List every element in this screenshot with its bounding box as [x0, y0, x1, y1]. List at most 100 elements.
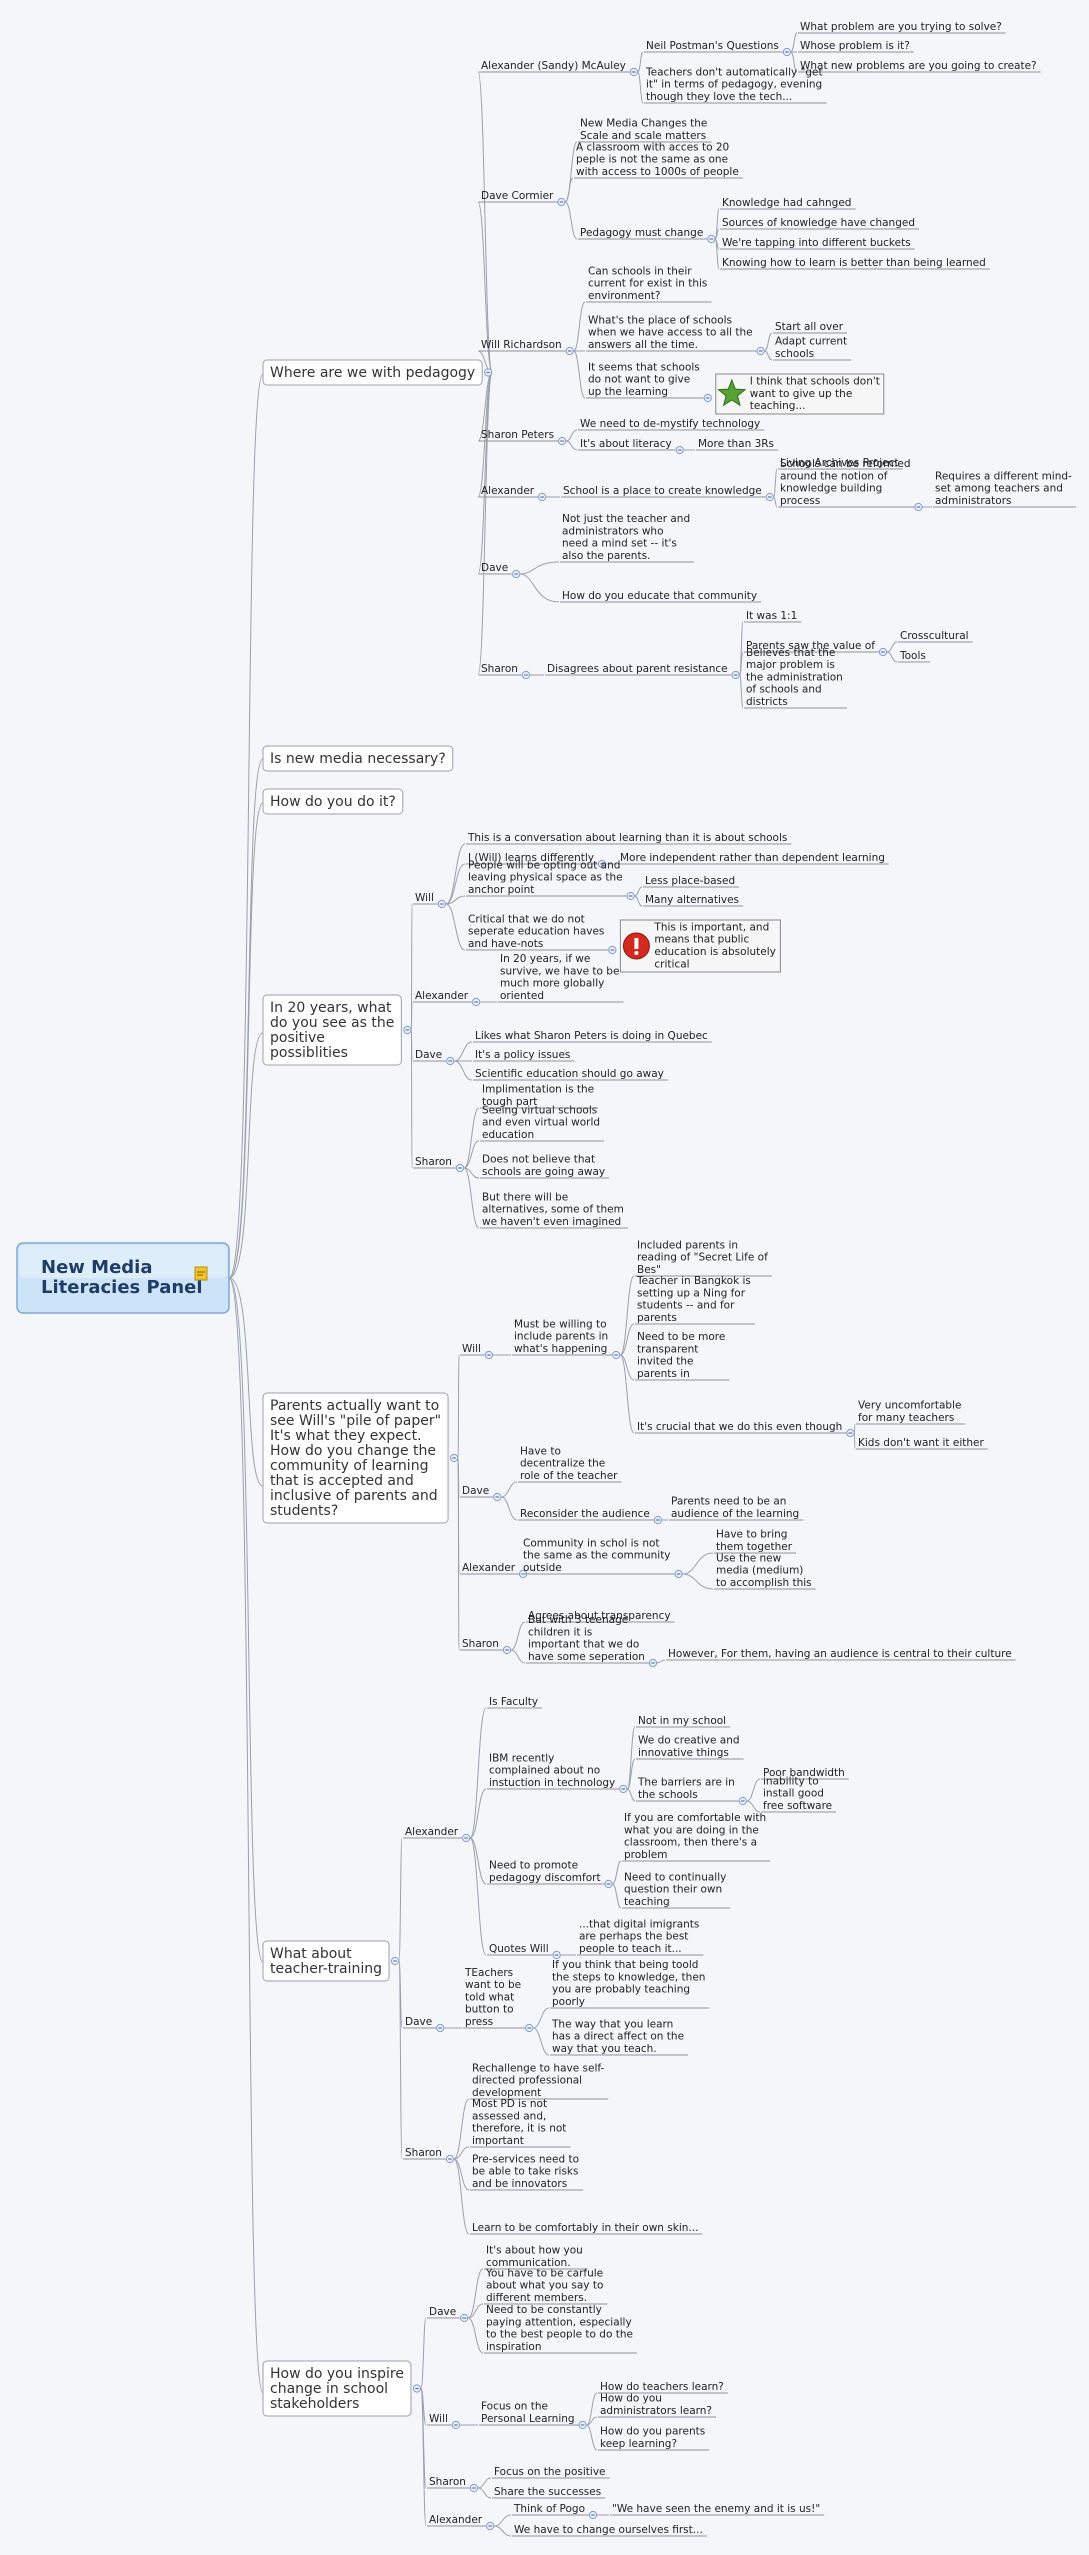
topic-0-4-0: School is a place to create knowledge	[563, 485, 762, 497]
topic-3-0-3-callout-text: education is absolutely	[654, 946, 775, 958]
topic-6-1: Will	[429, 2413, 448, 2425]
topic-5-2-2: Pre-services need to	[472, 2153, 579, 2165]
topic-3-0-3: and have-nots	[468, 938, 543, 950]
topic-5-0-link-3	[469, 1837, 487, 1956]
topic-3-3-link-1	[463, 1140, 480, 1169]
topic-0-2-1-0: Start all over	[775, 321, 844, 333]
branch-topic-5[interactable]	[262, 1940, 390, 1982]
topic-0-2-1: when we have access to all the	[588, 327, 753, 339]
topic-4-2-0-1: Use the new	[716, 1552, 782, 1564]
topic-0-1-1: with access to 1000s of people	[576, 166, 739, 178]
topic-5-0-1-2-1: inability to	[763, 1775, 819, 1787]
central-topic-gloss	[19, 1245, 227, 1278]
topic-6-1-0-link-2	[586, 2424, 598, 2451]
branch-topic-3[interactable]	[262, 994, 402, 1066]
topic-3-2-0: Likes what Sharon Peters is doing in Que…	[475, 1030, 708, 1042]
topic-3-1: Alexander	[415, 990, 469, 1002]
topic-5-0-3-0: people to teach it...	[579, 1943, 682, 1955]
branch-topic-0-link-1	[477, 201, 493, 373]
topic-6-0-2: inspiration	[486, 2341, 542, 2353]
topic-5-0-1-1: innovative things	[638, 1747, 729, 1759]
topic-5-1-0-0: you are probably teaching	[552, 1984, 690, 1996]
topic-4-2-0-link-1	[682, 1573, 714, 1590]
branch-topic-2[interactable]	[262, 788, 404, 815]
topic-4-0-0-2: parents in	[637, 1368, 690, 1380]
topic-3-0-2: anchor point	[468, 884, 534, 896]
topic-5-1-0-1: has a direct affect on the	[552, 2031, 684, 2043]
topic-0-1-2: Pedagogy must change	[580, 227, 703, 239]
topic-0-6-0-0: It was 1:1	[746, 610, 797, 622]
topic-5-0-2-link-0	[612, 1860, 622, 1885]
topic-3-3-1: education	[482, 1129, 534, 1141]
topic-4-0-0: Must be willing to	[514, 1318, 607, 1330]
topic-6-1-0: Focus on the	[481, 2401, 548, 2413]
topic-0-6-0-1: Parents saw the value of	[746, 640, 875, 652]
branch-topic-6-link-3	[420, 2388, 427, 2527]
topic-3-0-3: Critical that we do not	[468, 913, 585, 925]
topic-0-1: Dave Cormier	[481, 190, 554, 202]
topic-5-1-0-1: The way that you learn	[551, 2018, 673, 2030]
topic-0-6-0-2: districts	[746, 696, 788, 708]
topic-0-2-0: current for exist in this	[588, 278, 707, 290]
topic-4-0-0-3-1: Kids don't want it either	[858, 1437, 984, 1449]
topic-0-0-0-0: What problem are you trying to solve?	[800, 21, 1002, 33]
topic-5-0-2-0: If you are comfortable with	[624, 1812, 766, 1824]
topic-6-2-link-1	[477, 2487, 492, 2499]
topic-3-3-0: tough part	[482, 1096, 537, 1108]
topic-4-0-0-link-0	[619, 1275, 635, 1356]
topic-3-0-1: I (Will) learns differently	[468, 852, 594, 864]
branch-topic-5-label: What about	[270, 1946, 352, 1962]
topic-4-0-0-1: setting up a Ning for	[637, 1287, 746, 1299]
topic-4-3-link-1	[510, 1649, 526, 1664]
topic-3-3-1: Seeing virtual schools	[482, 1104, 597, 1116]
branch-topic-0[interactable]	[262, 359, 483, 386]
topic-0-5-link-1	[520, 573, 560, 603]
branch-topic-6-label: How do you inspire	[270, 2366, 404, 2382]
branch-topic-6[interactable]	[262, 2360, 412, 2417]
topic-6-1-0-0: How do teachers learn?	[600, 2381, 724, 2393]
topic-0-2-1: What's the place of schools	[588, 314, 732, 326]
topic-5-0-1-2: the schools	[638, 1789, 698, 1801]
topic-0-0-0-link-0	[790, 32, 798, 53]
topic-5-0-1-2-0: Poor bandwidth	[763, 1767, 845, 1779]
note-icon[interactable]	[194, 1266, 208, 1281]
topic-0-1-1: A classroom with acces to 20	[576, 141, 729, 153]
topic-5-2-link-2	[453, 2158, 470, 2191]
topic-4-1-link-0	[501, 1481, 518, 1498]
topic-5-2-0: Rechallenge to have self-	[472, 2062, 605, 2074]
topic-0-2-link-2	[573, 350, 586, 399]
topic-3-0-link-0	[445, 843, 466, 905]
topic-3-3-3: alternatives, some of them	[482, 1204, 624, 1216]
topic-3-0-2-0: Less place-based	[645, 875, 735, 887]
topic-3-2-2: Scientific education should go away	[475, 1068, 664, 1080]
topic-5-0-1-link-2	[627, 1788, 636, 1802]
branch-topic-1[interactable]	[262, 745, 454, 772]
branch-topic-5-link-2	[398, 1960, 403, 2160]
branch-topic-4[interactable]	[262, 1392, 449, 1524]
branch-topic-4-label: inclusive of parents and	[270, 1488, 438, 1504]
central-topic[interactable]	[16, 1242, 230, 1314]
topic-5-2-2: and be innovators	[472, 2178, 567, 2190]
topic-5-2-link-3	[453, 2158, 470, 2235]
topic-4-2-0: outside	[523, 1562, 562, 1574]
topic-3-0-2-link-1	[634, 895, 643, 907]
topic-0-5-link-0	[520, 561, 560, 575]
topic-6-1-0-1: administrators learn?	[600, 2405, 712, 2417]
topic-0-2-0: Can schools in their	[588, 265, 692, 277]
topic-0-3-1: It's about literacy	[580, 438, 672, 450]
topic-4-2-0-link-0	[682, 1552, 714, 1575]
topic-5-0-2-1: Need to continually	[624, 1871, 726, 1883]
topic-5-0-1-link-0	[626, 1726, 636, 1790]
topic-0-6-0-1-1: Tools	[899, 650, 926, 662]
topic-0-6-0-2: of schools and	[746, 684, 822, 696]
topic-0-0: Alexander (Sandy) McAuley	[481, 60, 626, 72]
topic-0-4-0-0: Living Archives Project	[780, 457, 899, 469]
topic-5-0-2: pedagogy discomfort	[489, 1872, 601, 1884]
topic-3-2: Dave	[415, 1049, 442, 1061]
topic-0-6-0-1-0: Crosscultural	[900, 630, 969, 642]
branch-topic-3-label: do you see as the	[270, 1015, 394, 1031]
topic-6-2-link-0	[477, 2477, 492, 2489]
topic-4-0-0-3-0: for many teachers	[858, 1412, 954, 1424]
branch-topic-0-link-5	[477, 372, 493, 575]
topic-6-1-0: Personal Learning	[481, 2413, 575, 2425]
